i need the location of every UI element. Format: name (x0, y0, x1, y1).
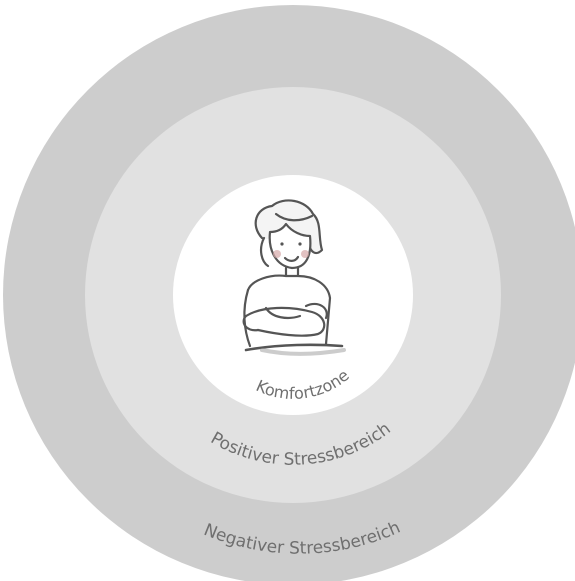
woman-arms-crossed-icon (242, 199, 346, 356)
